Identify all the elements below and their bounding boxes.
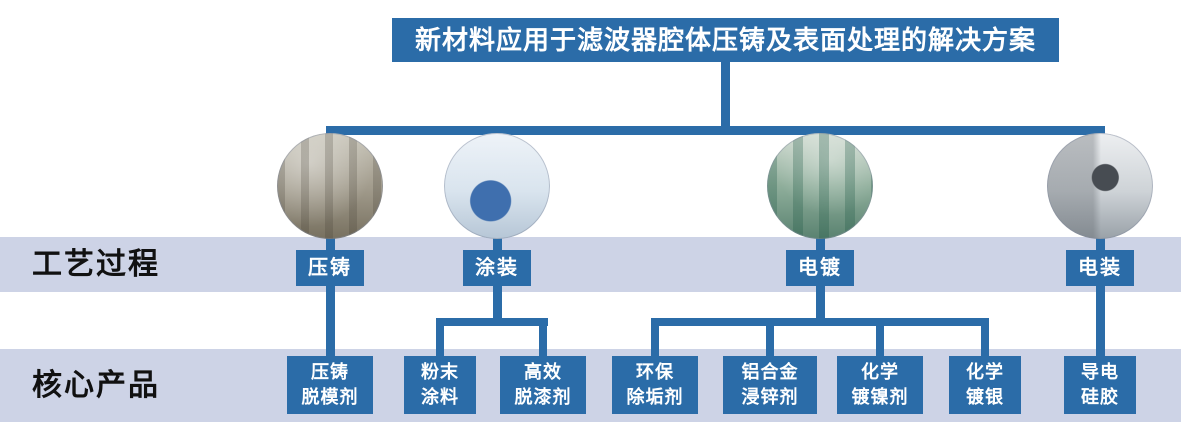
connector-title-drop — [721, 62, 730, 131]
connector-coating-drop-2 — [539, 318, 547, 356]
product-node-release-agent: 压铸 脱模剂 — [287, 356, 373, 414]
product-label-line: 镀镍剂 — [851, 387, 909, 407]
product-label-line: 硅胶 — [1081, 387, 1119, 407]
connector-top-rail — [326, 126, 1105, 135]
product-band-label: 核心产品 — [32, 369, 160, 402]
connector-coating-drop-1 — [436, 318, 444, 356]
connector-coating-stem — [493, 286, 502, 326]
product-label-line: 高效 — [524, 362, 562, 382]
connector-plating-rail — [651, 318, 989, 326]
product-label-line: 脱模剂 — [301, 387, 359, 407]
connector-plating-drop-3 — [876, 318, 884, 356]
product-node-powder-coating: 粉末 涂料 — [404, 356, 476, 414]
process-band — [0, 237, 1181, 292]
product-node-descaler: 环保 除垢剂 — [612, 356, 698, 414]
connector-plating-stem — [816, 286, 825, 326]
product-label-line: 环保 — [636, 362, 674, 382]
connector-plating-drop-4 — [981, 318, 989, 356]
connector-coating-rail — [436, 318, 548, 326]
product-node-conductive-silicone: 导电 硅胶 — [1064, 356, 1136, 414]
process-node-assembly: 电装 — [1066, 250, 1134, 286]
diagram-title: 新材料应用于滤波器腔体压铸及表面处理的解决方案 — [392, 18, 1059, 62]
product-node-paint-stripper: 高效 脱漆剂 — [500, 356, 586, 414]
process-band-label: 工艺过程 — [32, 248, 160, 281]
connector-assembly-product — [1096, 286, 1105, 356]
plating-line-photo — [767, 133, 873, 239]
process-node-die-casting: 压铸 — [296, 250, 364, 286]
product-label-line: 导电 — [1081, 362, 1119, 382]
product-label-line: 化学 — [966, 362, 1004, 382]
product-label-line: 浸锌剂 — [741, 387, 799, 407]
product-node-zincate: 铝合金 浸锌剂 — [723, 356, 817, 414]
product-node-silver-plating: 化学 镀银 — [949, 356, 1021, 414]
process-node-plating: 电镀 — [786, 250, 854, 286]
dispensing-robot-photo — [1047, 133, 1153, 239]
connector-plating-drop-2 — [766, 318, 774, 356]
product-label-line: 脱漆剂 — [514, 387, 572, 407]
product-label-line: 粉末 — [421, 362, 459, 382]
product-label-line: 除垢剂 — [626, 387, 684, 407]
product-label-line: 压铸 — [311, 362, 349, 382]
product-label-line: 化学 — [861, 362, 899, 382]
product-label-line: 镀银 — [966, 387, 1004, 407]
product-node-nickel-plating: 化学 镀镍剂 — [837, 356, 923, 414]
connector-die-casting-product — [326, 286, 335, 356]
process-node-coating: 涂装 — [463, 250, 531, 286]
coating-booth-photo — [444, 133, 550, 239]
die-casting-workshop-photo — [277, 133, 383, 239]
product-label-line: 涂料 — [421, 387, 459, 407]
connector-plating-drop-1 — [651, 318, 659, 356]
product-label-line: 铝合金 — [741, 362, 799, 382]
